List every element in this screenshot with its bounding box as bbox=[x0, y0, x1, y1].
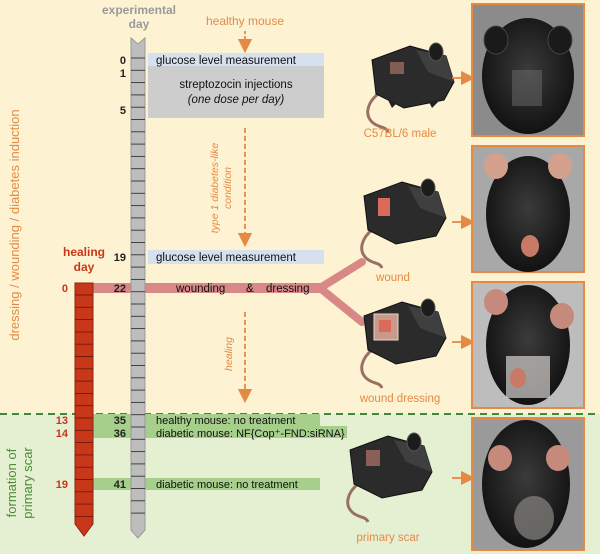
exp-day-41: 41 bbox=[114, 479, 126, 491]
diabetic-no-treatment-label: diabetic mouse: no treatment bbox=[156, 479, 298, 491]
exp-day-36: 36 bbox=[114, 428, 126, 440]
photo-scar bbox=[471, 417, 585, 551]
glucose-band-2 bbox=[148, 250, 324, 264]
induction-phase-label: dressing / wounding / diabetes induction bbox=[7, 109, 22, 340]
healing-timeline bbox=[74, 282, 94, 537]
experimental-timeline bbox=[130, 36, 146, 539]
exp-day-22: 22 bbox=[114, 283, 126, 295]
exp-day-35: 35 bbox=[114, 415, 126, 427]
scar-phase-label-1: formation of bbox=[4, 448, 19, 517]
glucose-label-2: glucose level measurement bbox=[156, 252, 297, 264]
mouse-icon-wound bbox=[360, 178, 447, 269]
wound-label: wound bbox=[375, 272, 410, 284]
scar-phase-label-2: primary scar bbox=[20, 447, 35, 519]
strain-label: C57BL/6 male bbox=[364, 128, 437, 140]
heal-day-0: 0 bbox=[62, 283, 68, 295]
exp-day-1: 1 bbox=[120, 68, 126, 80]
wounding-band bbox=[75, 283, 320, 293]
glucose-label-1: glucose level measurement bbox=[156, 55, 297, 67]
mouse-icon-dressing bbox=[360, 298, 447, 389]
primary-scar-label: primary scar bbox=[356, 532, 419, 544]
wounding-label: wounding bbox=[175, 283, 225, 295]
heal-day-19: 19 bbox=[56, 479, 68, 491]
dressing-label: dressing bbox=[266, 283, 309, 295]
healing-day-header-2: day bbox=[74, 260, 95, 274]
amp-label: & bbox=[246, 283, 254, 295]
exp-day-5: 5 bbox=[120, 105, 126, 117]
stz-label-1: streptozocin injections bbox=[179, 79, 292, 91]
glucose-band-1 bbox=[148, 53, 324, 66]
stz-band bbox=[148, 66, 324, 118]
exp-day-0: 0 bbox=[120, 55, 126, 67]
stz-label-2: (one dose per day) bbox=[188, 94, 285, 106]
healthy-mouse-label: healthy mouse bbox=[206, 14, 284, 28]
healthy-no-treatment-label: healthy mouse: no treatment bbox=[156, 415, 295, 427]
exp-day-19: 19 bbox=[114, 252, 126, 264]
dressing-branch bbox=[316, 284, 366, 326]
experimental-day-header-line: experimental bbox=[102, 3, 176, 17]
photo-dressing bbox=[471, 281, 585, 409]
wound-branch bbox=[316, 258, 366, 292]
experimental-day-header-line: day bbox=[129, 17, 150, 31]
heal-day-13: 13 bbox=[56, 415, 68, 427]
diabetic-nf-label: diabetic mouse: NF{Cop⁺-FND:siRNA} bbox=[156, 428, 345, 440]
diabetes-label-1: type 1 diabetes-like bbox=[209, 143, 221, 234]
healing-label: healing bbox=[223, 337, 235, 371]
photo-healthy bbox=[471, 3, 585, 137]
mouse-icon-healthy bbox=[366, 42, 455, 133]
diabetes-label-2: condition bbox=[222, 167, 234, 209]
wound-dressing-label: wound dressing bbox=[359, 393, 441, 405]
heal-day-14: 14 bbox=[56, 428, 69, 440]
photo-wound bbox=[471, 145, 585, 273]
healing-day-header-1: healing bbox=[63, 245, 105, 259]
mouse-icon-scar bbox=[346, 432, 433, 523]
